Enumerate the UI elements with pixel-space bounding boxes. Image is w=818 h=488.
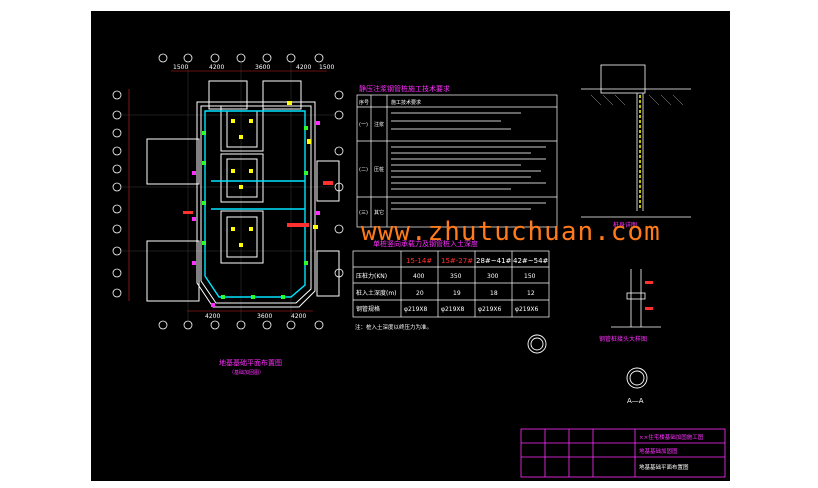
- pile-table-columns: 15-14# 15#-27# 28#~41# 42#~54#: [406, 257, 549, 265]
- col-4: 42#~54#: [513, 257, 549, 265]
- row-1-v1: 400: [413, 273, 425, 280]
- row-3-v4: φ219X6: [515, 306, 539, 313]
- dim-top-5: 1500: [319, 64, 334, 71]
- spec-row-3-label: 其它: [374, 209, 384, 216]
- row-3-v3: φ219X6: [478, 306, 502, 313]
- watermark: www.zhutuchuan.com: [361, 217, 661, 247]
- dim-bottom-2: 3600: [257, 313, 272, 320]
- pile-elevation-detail: [581, 64, 691, 218]
- spec-row-1-no: (一): [359, 122, 368, 128]
- joint-detail: [611, 269, 661, 328]
- title-line-1: ××住宅楼基础加固施工图: [639, 433, 704, 441]
- spec-row-3-no: (三): [359, 210, 368, 216]
- pile-markers-green: [202, 126, 308, 299]
- joint-detail-label: 钢管桩接头大样图: [599, 335, 647, 343]
- axis-bubbles-top: [158, 53, 324, 330]
- pile-table-grid: [352, 250, 550, 318]
- col-2: 15#-27#: [441, 257, 473, 265]
- row-1-v3: 300: [487, 273, 499, 280]
- section-circles: [527, 334, 648, 389]
- dim-top-1: 1500: [173, 64, 188, 71]
- dimension-lines: [128, 70, 327, 312]
- dim-bottom-3: 4200: [291, 313, 306, 320]
- joint-weld: [645, 281, 653, 310]
- row-1-v2: 350: [450, 273, 462, 280]
- col-3: 28#~41#: [476, 257, 512, 265]
- row-3-v2: φ219X8: [441, 306, 465, 313]
- pile-table-note: 注：桩入土深度以终压力为准。: [355, 323, 432, 331]
- pile-markers-magenta: [192, 121, 320, 307]
- spec-header-no: 序号: [359, 99, 369, 106]
- dim-bottom-1: 4200: [205, 313, 220, 320]
- spec-row-1-label: 注浆: [374, 121, 384, 128]
- pile-elevation-label: 桩身详图: [613, 221, 637, 229]
- title-line-3: 地基基础平面布置图: [639, 463, 689, 471]
- row-2-label: 桩入土深度(m): [356, 289, 397, 297]
- pile-table-body: 压桩力(KN) 400 350 300 150 桩入土深度(m) 20 19 1…: [356, 272, 539, 313]
- reinforcement-beams: [204, 110, 306, 298]
- title-block-frame: [520, 428, 726, 478]
- dim-top-4: 4200: [296, 64, 311, 71]
- section-mark: A—A: [627, 397, 644, 405]
- bottom-dims-text: 4200 3600 4200: [205, 313, 306, 320]
- row-3-label: 钢管规格: [356, 305, 380, 313]
- red-hatch: [183, 181, 333, 227]
- spec-table-title: 静压注浆钢管桩施工技术要求: [359, 84, 450, 93]
- drawing-sheet: 1500 4200 3600 4200 1500 4200 3600 4200 …: [91, 11, 730, 481]
- spec-row-2-no: (二): [359, 167, 368, 173]
- spec-header-req: 施工技术要求: [391, 99, 421, 106]
- row-2-v3: 18: [490, 290, 498, 297]
- row-1-v4: 150: [524, 273, 536, 280]
- plan-subtitle: （基础加固图）: [229, 369, 264, 376]
- spec-text-lines: [391, 112, 546, 210]
- row-3-v1: φ219X8: [404, 306, 428, 313]
- pile-markers-yellow: [231, 101, 318, 247]
- top-dims-text: 1500 4200 3600 4200 1500: [173, 64, 334, 71]
- title-line-2: 地基基础加固图: [639, 447, 678, 455]
- soil-hatch: [590, 94, 684, 106]
- spec-row-2-label: 压桩: [374, 166, 384, 173]
- pile-table-title: 单桩竖向承载力及钢管桩入土深度: [373, 239, 478, 248]
- spec-table-grid: [356, 94, 558, 228]
- row-1-label: 压桩力(KN): [356, 272, 387, 280]
- inner-rooms: [220, 105, 264, 264]
- cad-drawing: 1500 4200 3600 4200 1500 4200 3600 4200 …: [112, 53, 726, 478]
- plan-title: 地基基础平面布置图: [219, 358, 282, 367]
- dim-top-2: 4200: [209, 64, 224, 71]
- row-2-v2: 19: [453, 290, 461, 297]
- row-2-v1: 20: [416, 290, 424, 297]
- col-1: 15-14#: [406, 257, 432, 265]
- dim-top-3: 3600: [255, 64, 270, 71]
- row-2-v4: 12: [527, 290, 535, 297]
- building-walls: [146, 80, 340, 308]
